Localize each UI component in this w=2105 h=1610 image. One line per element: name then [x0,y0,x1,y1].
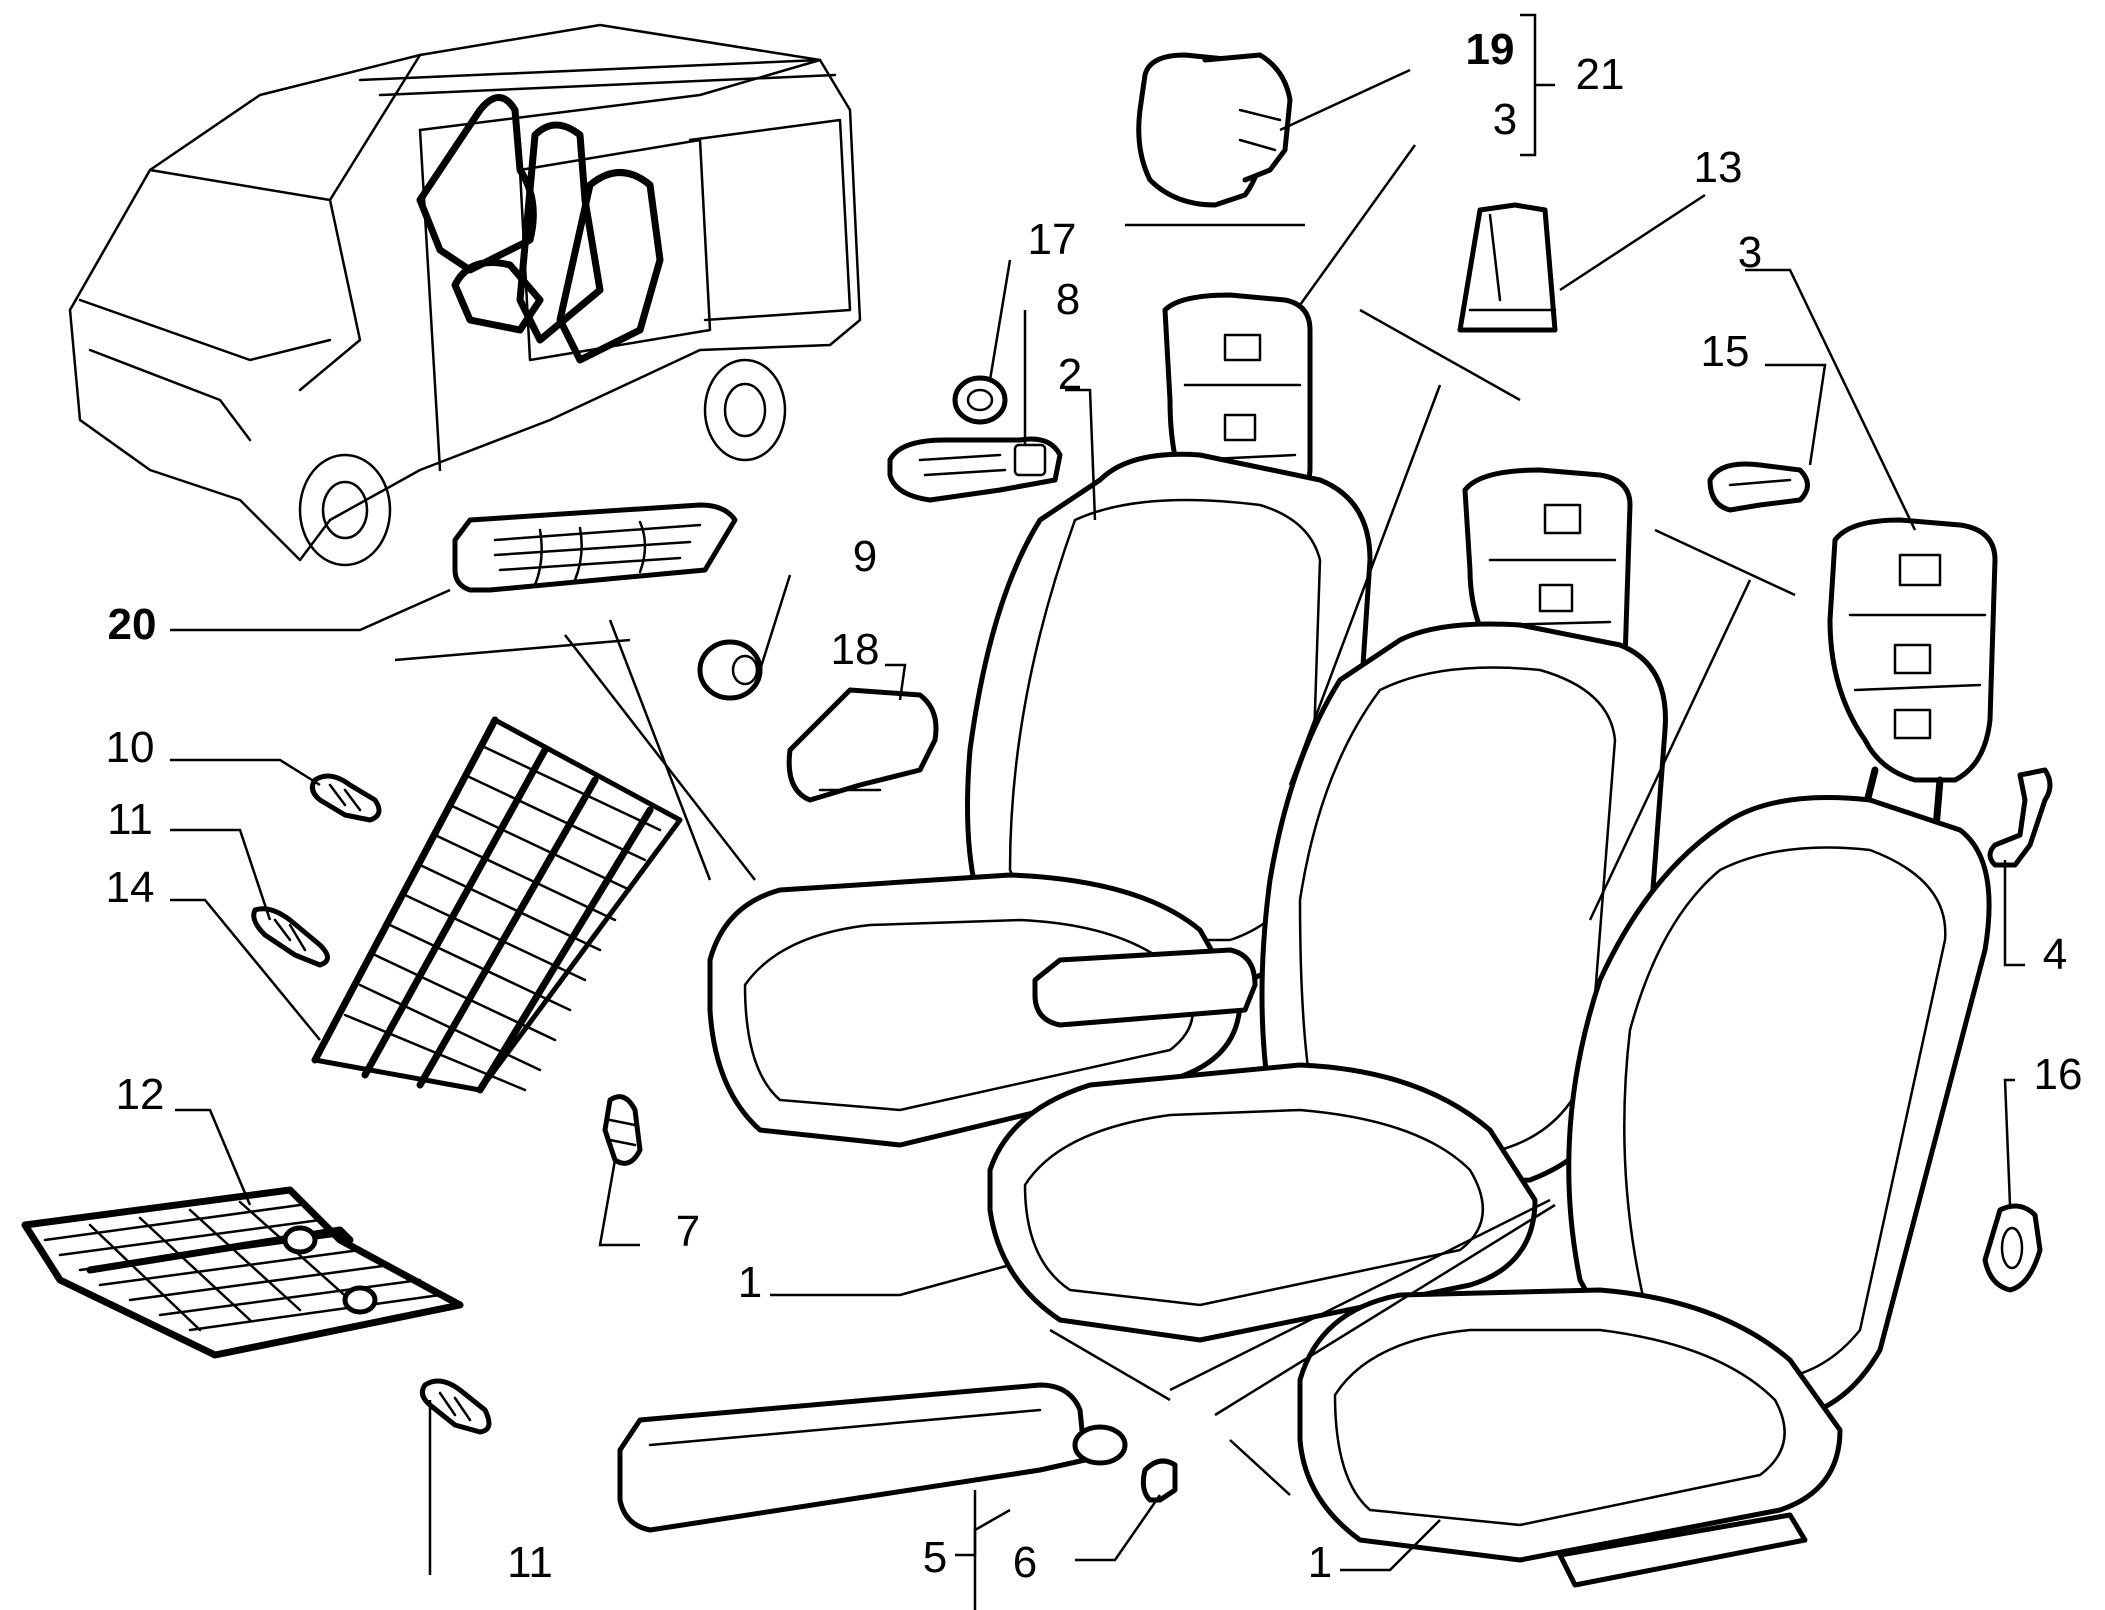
callout-18: 18 [830,625,880,674]
callout-1-bottom: 1 [1307,1538,1333,1587]
leader-lines [170,13,2025,1610]
spring-10 [309,773,382,823]
callout-3-right: 3 [1737,228,1763,277]
pin-6 [1140,1458,1178,1503]
callout-20: 20 [107,600,157,649]
van-illustration [68,23,862,567]
callout-13: 13 [1693,143,1743,192]
callout-8: 8 [1055,275,1081,324]
callout-16: 16 [2033,1050,2083,1099]
spring-7 [602,1094,643,1166]
clip-16 [1982,1203,2043,1293]
trim-piece-13 [1457,202,1558,333]
spring-11-lower [419,1378,492,1435]
callout-6: 6 [1012,1538,1038,1587]
callout-10: 10 [105,723,155,772]
callout-7: 7 [675,1207,701,1256]
callout-15: 15 [1700,327,1750,376]
cover-18 [786,687,939,803]
callout-9: 9 [852,532,878,581]
knob-17 [952,375,1008,425]
armrest-5 [617,1382,1128,1533]
guide-lines [394,223,1796,1496]
callout-1-middle: 1 [737,1258,763,1307]
callout-11-lower: 11 [507,1538,553,1587]
callout-17: 17 [1027,215,1077,264]
clip-4 [1987,767,2053,868]
knob-9 [697,639,763,701]
callout-19: 19 [1465,25,1515,74]
callout-14: 14 [105,863,155,912]
spring-11-upper [251,906,330,968]
backrest-spring-frame-14 [311,716,683,1094]
seat-base-frame-12 [21,1186,464,1359]
callout-21: 21 [1575,50,1625,99]
callout-4: 4 [2042,930,2068,979]
panel-20 [452,502,738,593]
right-seat [1297,517,1998,1588]
middle-seat [987,467,1668,1343]
callout-3-top: 3 [1492,95,1518,144]
clip-15 [1707,461,1810,513]
callout-12: 12 [115,1070,165,1119]
left-seat [707,292,1373,1148]
headrest-cover-19 [1136,52,1293,208]
lever-handle-8 [887,436,1063,503]
callout-5: 5 [922,1533,948,1582]
callout-11-upper: 11 [107,795,153,844]
callout-2: 2 [1057,350,1083,399]
